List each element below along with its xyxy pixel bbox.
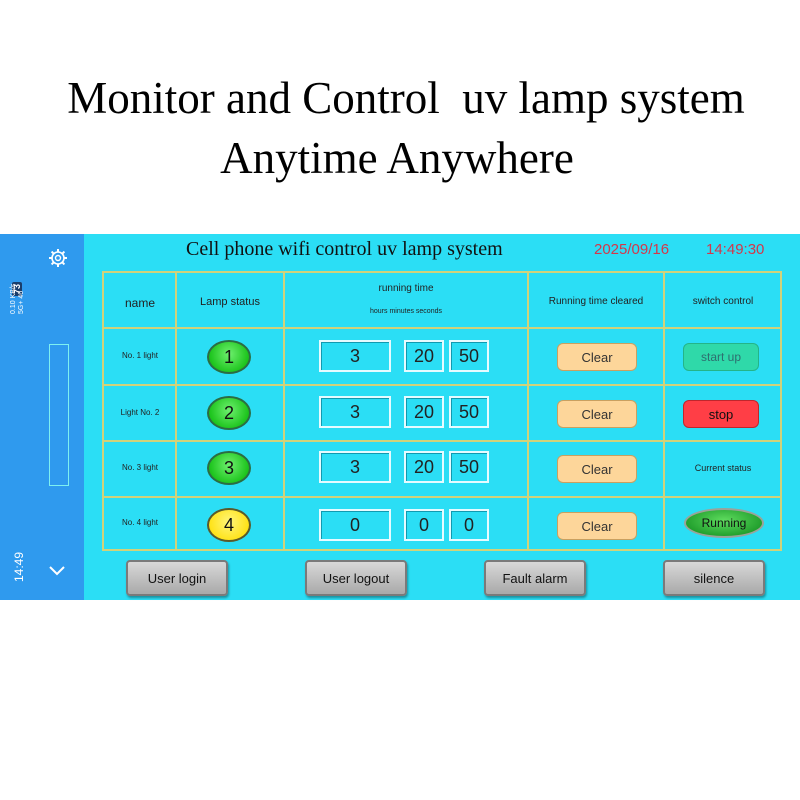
- app-title: Cell phone wifi control uv lamp system: [186, 238, 503, 260]
- headline-line-1: Monitor and Control uv lamp system: [67, 73, 745, 123]
- fault-alarm-button[interactable]: Fault alarm: [484, 560, 586, 596]
- hours-field-1[interactable]: 3: [319, 340, 391, 372]
- minutes-field-4[interactable]: 0: [404, 509, 444, 541]
- minutes-field-1[interactable]: 20: [404, 340, 444, 372]
- seconds-field-1[interactable]: 50: [449, 340, 489, 372]
- grid-line: [175, 271, 177, 551]
- current-status-label: Current status: [694, 463, 752, 473]
- header-name: name: [124, 296, 156, 310]
- chevron-down-icon[interactable]: [49, 566, 65, 576]
- lamp-indicator-2: 2: [207, 396, 251, 430]
- minutes-field-2[interactable]: 20: [404, 396, 444, 428]
- user-logout-button[interactable]: User logout: [305, 560, 407, 596]
- network-speed: 0.10 KB/s: [10, 283, 17, 314]
- hours-field-4[interactable]: 0: [319, 509, 391, 541]
- running-status-indicator: Running: [684, 508, 764, 538]
- hours-field-3[interactable]: 3: [319, 451, 391, 483]
- start-up-button[interactable]: start up: [683, 343, 759, 371]
- grid-line: [102, 327, 782, 329]
- lamp-indicator-4: 4: [207, 508, 251, 542]
- grid-line: [102, 271, 104, 551]
- sidebar-panel-frame: [49, 344, 69, 486]
- hours-field-2[interactable]: 3: [319, 396, 391, 428]
- seconds-field-2[interactable]: 50: [449, 396, 489, 428]
- header-running-time-cleared: Running time cleared: [548, 296, 644, 307]
- minutes-field-3[interactable]: 20: [404, 451, 444, 483]
- grid-line: [102, 549, 782, 551]
- grid-line: [527, 271, 529, 551]
- grid-line: [102, 440, 782, 442]
- user-login-button[interactable]: User login: [126, 560, 228, 596]
- stop-button[interactable]: stop: [683, 400, 759, 428]
- silence-button[interactable]: silence: [663, 560, 765, 596]
- grid-line: [663, 271, 665, 551]
- header-running-time: running time: [378, 283, 434, 294]
- current-time: 14:49:30: [706, 241, 765, 258]
- grid-line: [780, 271, 782, 551]
- clear-button-2[interactable]: Clear: [557, 400, 637, 428]
- header-running-time-units: hours minutes seconds: [370, 308, 442, 315]
- gear-icon[interactable]: [48, 248, 68, 268]
- grid-line: [283, 271, 285, 551]
- grid-line: [102, 384, 782, 386]
- clear-button-1[interactable]: Clear: [557, 343, 637, 371]
- grid-line: [102, 271, 782, 273]
- grid-line: [102, 496, 782, 498]
- row-name-3: No. 3 light: [121, 463, 159, 472]
- lamp-indicator-3: 3: [207, 451, 251, 485]
- row-name-1: No. 1 light: [121, 351, 159, 360]
- clear-button-3[interactable]: Clear: [557, 455, 637, 483]
- header-switch-control: switch control: [692, 296, 754, 307]
- header-lamp-status: Lamp status: [200, 296, 260, 308]
- seconds-field-4[interactable]: 0: [449, 509, 489, 541]
- row-name-2: Light No. 2: [120, 408, 160, 417]
- seconds-field-3[interactable]: 50: [449, 451, 489, 483]
- clear-button-4[interactable]: Clear: [557, 512, 637, 540]
- signal-indicator: 5G+ 46: [18, 290, 25, 314]
- row-name-4: No. 4 light: [121, 518, 159, 527]
- status-time: 14:49: [12, 551, 26, 582]
- current-date: 2025/09/16: [594, 241, 670, 258]
- headline-line-2: Anytime Anywhere: [220, 133, 574, 183]
- lamp-indicator-1: 1: [207, 340, 251, 374]
